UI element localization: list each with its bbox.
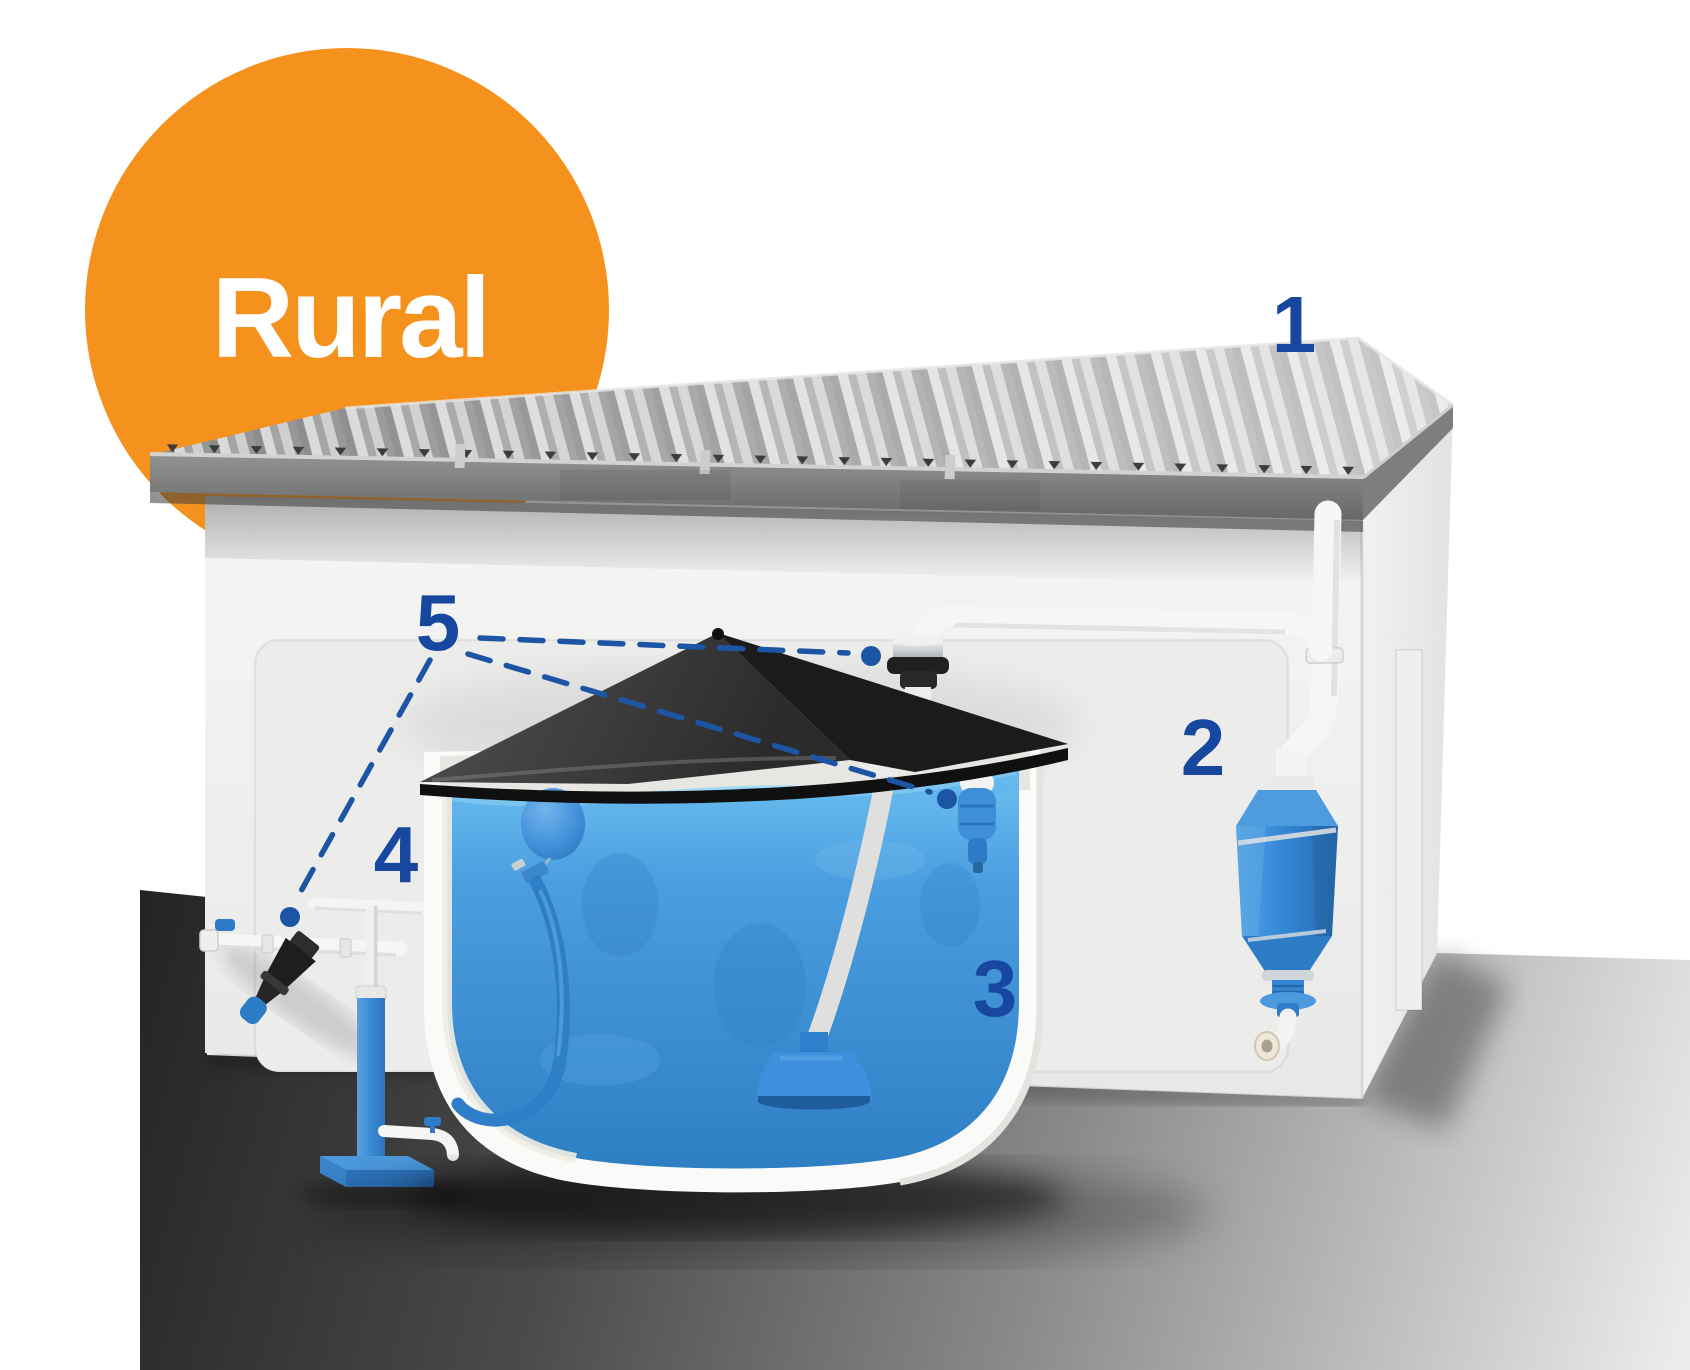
gutter-bracket — [454, 443, 466, 469]
pipe-coupling — [339, 938, 352, 958]
lid-under-rim — [420, 748, 1068, 804]
fascia-patch — [900, 480, 1040, 510]
outlet-valve-stem — [430, 1124, 435, 1133]
strainer-top — [893, 636, 943, 646]
screen-cone — [255, 979, 282, 1006]
screen-ring — [260, 970, 289, 996]
callout-numbers: 1 2 3 4 5 — [374, 280, 1317, 1033]
roof-ridge-edge — [344, 336, 1454, 410]
screen-blue-tip — [239, 996, 267, 1025]
pump-outlet-pipe — [378, 1125, 459, 1161]
pipe-end-cap — [199, 929, 219, 952]
offtake-tip — [511, 858, 526, 871]
leader-dot-strainer — [861, 646, 881, 666]
screen-body — [265, 937, 316, 991]
pump-rod — [366, 906, 377, 990]
water-blob — [714, 923, 806, 1047]
float-ball — [521, 788, 585, 860]
callout-4-pump: 4 — [374, 810, 419, 899]
pump-column — [357, 998, 385, 1163]
water-blob — [582, 853, 658, 957]
gutter-fascia — [150, 455, 1363, 520]
pump-base-side — [320, 1156, 346, 1187]
badge-label: Rural — [212, 255, 488, 382]
outlet-screen-filter — [239, 931, 320, 1025]
roof-sheen — [150, 338, 1453, 478]
roof-catchment — [149, 336, 1454, 532]
filter-top-cap — [1236, 790, 1338, 826]
filter-silver-band — [1237, 827, 1337, 846]
storage-tank — [310, 628, 1210, 1260]
lid-left-face — [420, 633, 850, 784]
pump-head-coupling — [355, 985, 387, 1001]
lid-right-face — [718, 633, 1068, 772]
strainer-collar — [900, 671, 937, 689]
callout-1-roof: 1 — [1272, 280, 1317, 369]
filter-inlet-collar — [1266, 776, 1314, 791]
downpipe-shade — [1331, 519, 1340, 697]
downpipe-assembly — [887, 500, 1344, 800]
callout-2-filter: 2 — [1181, 703, 1226, 792]
leader-dot-tap-screen — [280, 907, 300, 927]
filter-inlet-stub — [1276, 748, 1304, 780]
inline-filter — [1236, 748, 1338, 1061]
gutter-bracket — [944, 454, 956, 480]
callout-3-tank: 3 — [973, 944, 1018, 1033]
floating-offtake — [451, 788, 585, 1127]
float-tail — [968, 838, 987, 864]
offtake-fitting — [521, 861, 549, 884]
pipe-coupling — [261, 934, 274, 954]
leader-to-float — [465, 651, 933, 795]
building-corner-shadow — [1362, 953, 1510, 1130]
tap-wall-shadow — [221, 945, 379, 1059]
float-body — [958, 788, 996, 840]
pump-base-top — [320, 1156, 434, 1170]
screen-coupling — [289, 931, 320, 959]
inlet-strainer — [887, 636, 949, 715]
filter-flange — [1260, 992, 1316, 1010]
gutter-bracket — [699, 449, 711, 475]
strainer-black-band — [887, 657, 949, 674]
shell-shade-right — [899, 760, 1044, 1186]
filter-facet-light — [1236, 826, 1266, 936]
pump-t-handle — [307, 897, 430, 914]
tank-lid — [420, 628, 1068, 804]
leader-lines — [280, 635, 957, 927]
mini-valve-handle — [215, 919, 235, 931]
feed-pipe-shade — [949, 622, 1286, 635]
calmed-inlet-diffuser — [756, 1032, 872, 1110]
fascia-patch — [560, 470, 730, 500]
water-streak — [540, 1034, 660, 1086]
filter-ring — [1262, 970, 1314, 981]
filter-facet-dark — [1312, 826, 1338, 936]
shell-cut-edge — [442, 795, 577, 1163]
filter-silver-band-2 — [1247, 929, 1327, 942]
float-tail-tip — [973, 862, 983, 873]
diffuser-bell — [756, 1052, 872, 1102]
right-wall-door-seam — [1395, 649, 1423, 1011]
downpipe — [1276, 500, 1342, 800]
rake-lip — [1362, 403, 1454, 480]
diffuser-neck — [800, 1032, 828, 1052]
fascia-underside — [150, 492, 1363, 532]
rake-fascia — [1363, 405, 1453, 520]
filter-taper — [1242, 936, 1332, 976]
callout-5-fittings: 5 — [416, 578, 461, 667]
outlet-hole — [1261, 1039, 1273, 1053]
leader-to-strainer — [477, 635, 851, 656]
diffuser-base — [758, 1096, 870, 1110]
leader-dot-float — [937, 789, 957, 809]
gutter-lip — [149, 452, 1364, 479]
lid-apex — [712, 628, 724, 640]
outlet-valve-handle — [424, 1117, 441, 1126]
lid-sheen — [431, 755, 837, 782]
water-blob — [920, 863, 980, 947]
strainer-feed-pipe — [934, 605, 1333, 662]
leader-to-tap-screen — [293, 657, 433, 903]
hose-highlight — [538, 889, 564, 1057]
rod-shade — [374, 906, 378, 990]
